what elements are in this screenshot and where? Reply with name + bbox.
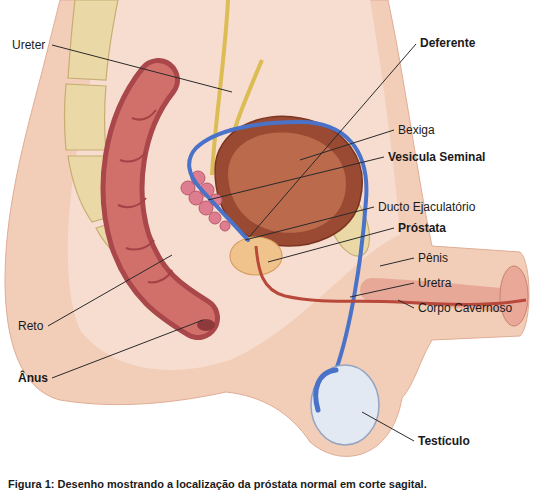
part-label: Corpo Cavernoso [418, 301, 512, 315]
leader-lines [48, 44, 416, 441]
rectum-inner [123, 80, 198, 318]
part-label: Pênis [418, 251, 448, 265]
seminal-vesicle [181, 171, 230, 231]
part-label: Bexiga [398, 123, 435, 137]
part-label: Vesicula Seminal [388, 150, 485, 164]
part-label: Próstata [398, 221, 446, 235]
body-silhouette [5, 0, 529, 456]
testicle [311, 365, 379, 445]
part-label: Ânus [18, 371, 48, 385]
rectum-folds [118, 110, 172, 282]
part-label: Reto [18, 319, 43, 333]
part-label: Deferente [420, 36, 475, 50]
part-label: Uretra [418, 276, 451, 290]
bladder-inner [228, 133, 346, 233]
part-label: Ducto Ejaculatório [378, 200, 475, 214]
glans [500, 266, 528, 326]
corpus-cavernosum [372, 290, 500, 300]
epididymis [316, 370, 336, 410]
vas-deferens [189, 122, 366, 370]
part-label: Testículo [418, 434, 470, 448]
figure-caption: Figura 1: Desenho mostrando a localizaçã… [8, 478, 427, 491]
rectum [123, 80, 198, 318]
part-label: Ureter [12, 38, 45, 52]
body-shading [68, 0, 400, 370]
